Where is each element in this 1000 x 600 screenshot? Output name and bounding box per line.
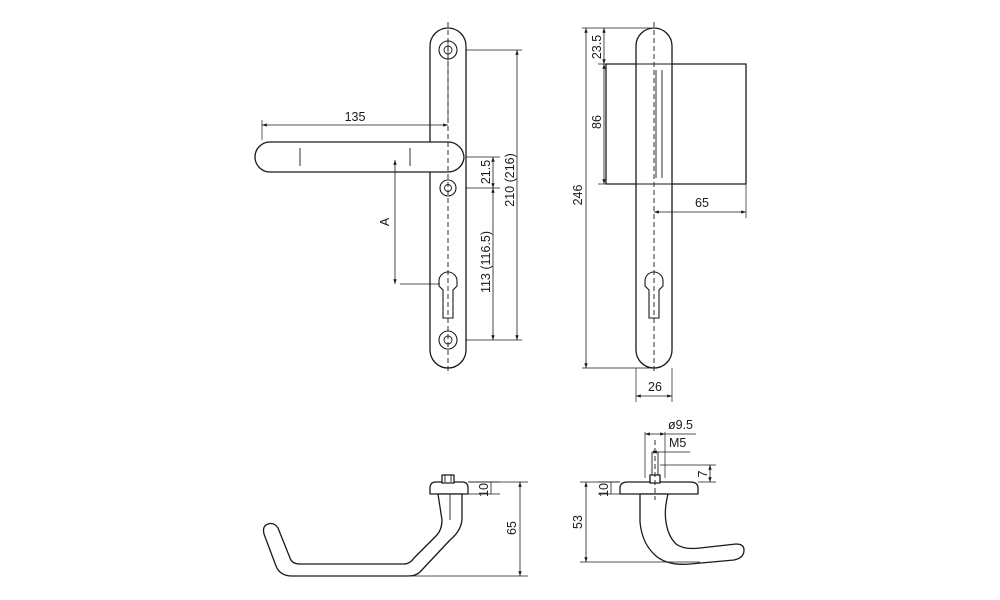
spindle-hole: [439, 179, 457, 197]
top-view-lever: 10 65: [262, 474, 528, 577]
dim-handle-to-spindle: 21.5: [479, 160, 493, 184]
dim-top-offset: 23.5: [590, 35, 604, 59]
dim-spindle-to-cylinder: 113 (116.5): [479, 231, 493, 293]
dim-boss-height: 7: [696, 470, 710, 477]
front-view: 135 A 21.5 113 (116.5) 210 (216): [254, 22, 522, 374]
dim-rose-thickness-front: 10: [477, 483, 491, 497]
dim-screw-thread: M5: [669, 436, 686, 450]
dim-lever-projection: 65: [695, 196, 709, 210]
side-view-lever: ø9.5 M5 7 10 53: [571, 418, 745, 565]
dim-projection-front: 65: [505, 521, 519, 535]
side-view: 23.5 86 246 65 26: [571, 22, 747, 402]
dim-overall: 210 (216): [503, 153, 517, 207]
dim-plate-length: 246: [571, 185, 585, 206]
lever-handle: [254, 141, 465, 173]
dim-handle-length: 135: [345, 110, 366, 124]
lever-body: [262, 493, 463, 577]
lever-profile: [639, 493, 745, 565]
dim-plate-width: 26: [648, 380, 662, 394]
dim-backset-label: A: [378, 217, 392, 226]
dim-boss-diameter: ø9.5: [668, 418, 693, 432]
dim-lever-zone: 86: [590, 115, 604, 129]
dim-height-side: 53: [571, 515, 585, 529]
dim-rose-thickness-side: 10: [597, 483, 611, 497]
rose: [429, 481, 469, 495]
lever-projection-block: [605, 63, 747, 185]
